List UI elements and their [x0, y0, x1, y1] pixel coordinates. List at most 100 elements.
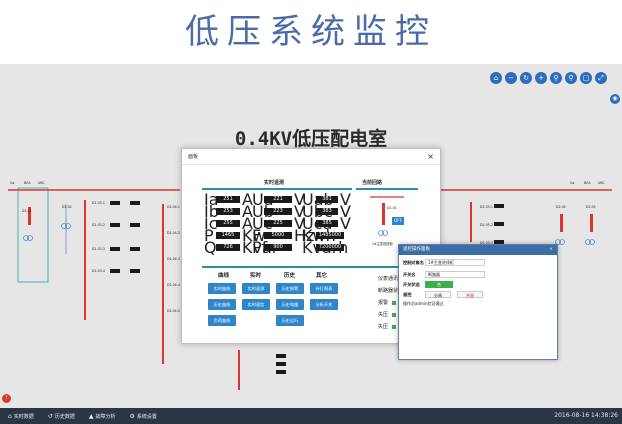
loop-diagram: D1-01 1#主变进线柜 [370, 196, 404, 246]
feeder-label: D2-03-3 [480, 241, 493, 245]
measurement-ic: Ic 255 A [204, 213, 253, 233]
measurement-value: 381 [316, 195, 338, 203]
legend-voltage-loss: 失压 [378, 323, 397, 330]
measurement-value: 5000 [264, 231, 292, 239]
measurement-pf: Pf 900 [252, 238, 302, 257]
right-panel-label: Ua [570, 181, 574, 185]
feeder-label: D1-01 [22, 209, 32, 213]
switch-name-field[interactable]: 断路器 [425, 271, 485, 278]
realtime-telemetry-button[interactable]: 实时遥测 [242, 283, 270, 294]
column-realtime: 实时 [250, 273, 262, 279]
zoom-out-icon[interactable]: − [505, 72, 517, 84]
measurement-value: 900 [264, 243, 292, 251]
monitor-app: Ua BCA UBC D1-01 D1-02 D1-03-1 D1-03-2 D… [0, 64, 622, 424]
switch-name-row: 开关名 断路器 [403, 271, 485, 278]
close-button[interactable]: 合闸 [457, 291, 483, 298]
feeder-label: D1-03-1 [92, 201, 105, 205]
history-energy-button[interactable]: 历史电量 [276, 299, 304, 310]
switch-state-row: 开关状态 合 [403, 281, 453, 288]
hero-title: 低压系统监控 [185, 12, 437, 52]
home-icon[interactable]: ⌂ [490, 72, 502, 84]
right-panel-label: UBC [598, 181, 605, 185]
loop-label: 1#主变进线柜 [372, 241, 393, 246]
nav-system-settings[interactable]: ⚙ 系统设置 [129, 412, 157, 420]
page-icon[interactable]: ▢ [580, 72, 592, 84]
control-object-field[interactable]: 1#主变进线柜 [425, 259, 485, 266]
switch-analysis-button[interactable]: 分析开关 [310, 299, 338, 310]
current-loop: D1-01 1#主变进线柜 OFF [370, 195, 416, 247]
feeder-label: D1-04-5 [167, 309, 180, 313]
measurement-kvarh: Kvarh 7200000 [302, 238, 348, 257]
realtime-signal-button[interactable]: 实时遥信 [242, 299, 270, 310]
load-curve-button[interactable]: 负荷曲线 [208, 315, 236, 326]
loop-toggle-button[interactable]: OFF [392, 217, 404, 225]
feeder-label: D2-04 [556, 205, 566, 209]
search-icon[interactable]: ⚲ [565, 72, 577, 84]
measurement-value: 7200000 [316, 243, 344, 251]
status-time: 2016-08-16 14:38:26 [554, 412, 618, 419]
column-curves: 曲线 [218, 273, 230, 279]
feeder-label: D1-02 [62, 205, 72, 209]
left-panel-label: BCA [24, 181, 31, 185]
feeder-label: D1-04-2 [167, 231, 180, 235]
measurement-value: 726 [216, 243, 240, 251]
close-icon[interactable]: × [549, 247, 553, 252]
nav-realtime-data[interactable]: ⌂ 实时数据 [8, 412, 34, 420]
left-meter-panel: Ua BCA UBC D1-01 [8, 181, 80, 283]
feeder-label: D1-03-4 [92, 269, 105, 273]
history-icon: ↺ [47, 412, 53, 420]
report-button[interactable]: 补打报表 [310, 283, 338, 294]
popup-title: 遥控操作面板 [403, 247, 430, 252]
legend-voltage-loss: 失压 [378, 311, 397, 318]
alert-icon: ▲ [88, 412, 94, 420]
measurement-value: 385 [316, 219, 338, 227]
loop-name: D1-01 [387, 206, 397, 210]
measurement-value: 1485000 [316, 231, 344, 239]
column-other: 其它 [316, 273, 328, 279]
remote-control-popup: 遥控操作面板 × 控制对象名 1#主变进线柜 开关名 断路器 开关状态 合 遥控… [398, 244, 558, 360]
realtime-curve-button[interactable]: 实时曲线 [208, 283, 236, 294]
measurement-value: 221 [264, 195, 292, 203]
zoom-in-icon[interactable]: + [535, 72, 547, 84]
home-icon: ⌂ [8, 412, 12, 420]
feeder-label: D1-03-2 [92, 223, 105, 227]
nav-history-data[interactable]: ↺ 历史数据 [47, 412, 75, 420]
feeder-label: D1-04-1 [167, 205, 180, 209]
history-curve-button[interactable]: 历史曲线 [208, 299, 236, 310]
refresh-icon[interactable]: ↻ [520, 72, 532, 84]
measurement-value: 223 [264, 207, 292, 215]
close-icon[interactable]: × [427, 152, 434, 161]
right-feeders: D2-03-1 D2-03-2 D2-03-3 D2-04 D2-05 Ua B… [440, 181, 612, 245]
feeder-label: D2-03-1 [480, 205, 493, 209]
measurement-value: 251 [216, 195, 240, 203]
switch-state-indicator: 合 [425, 281, 453, 288]
toolbar: ⌂ − ↻ + ⚲ ⚲ ▢ ⤢ [490, 72, 607, 84]
history-alarm-button[interactable]: 历史报警 [276, 283, 304, 294]
divider [202, 266, 418, 268]
loop-title: 当前回路 [362, 180, 383, 186]
popup-message: 操作员admin验证通过 [403, 301, 444, 306]
eye-icon[interactable]: ◉ [610, 94, 620, 104]
left-panel-label: Ua [10, 181, 14, 185]
measurement-q: Q 726 Kvar [204, 237, 279, 257]
legend-alarm: 报警 [378, 299, 397, 306]
measurement-value: 225 [264, 219, 292, 227]
divider [356, 188, 418, 190]
zoom-icon[interactable]: ⚲ [550, 72, 562, 84]
history-run-button[interactable]: 历史运行 [276, 315, 304, 326]
nav-fault-analysis[interactable]: ▲ 故障分析 [88, 412, 116, 420]
open-button[interactable]: 分闸 [425, 291, 451, 298]
expand-icon[interactable]: ⤢ [595, 72, 607, 84]
remote-row: 遥控 分闸 合闸 [403, 291, 483, 298]
feeder-label: D1-04-4 [167, 283, 180, 287]
status-indicator [392, 312, 397, 317]
single-line-diagram: Ua BCA UBC D1-01 D1-02 D1-03-1 D1-03-2 D… [8, 181, 612, 390]
realtime-title: 实时遥测 [264, 180, 285, 186]
column-history: 历史 [284, 273, 296, 279]
alarm-icon[interactable]: ! [2, 394, 11, 403]
measurement-value: 383 [316, 207, 338, 215]
right-panel-label: BCA [584, 181, 591, 185]
popup-header: 遥控操作面板 × [399, 245, 557, 255]
measurement-value: 255 [216, 219, 240, 227]
dialog-header: 面板 × [182, 149, 440, 165]
